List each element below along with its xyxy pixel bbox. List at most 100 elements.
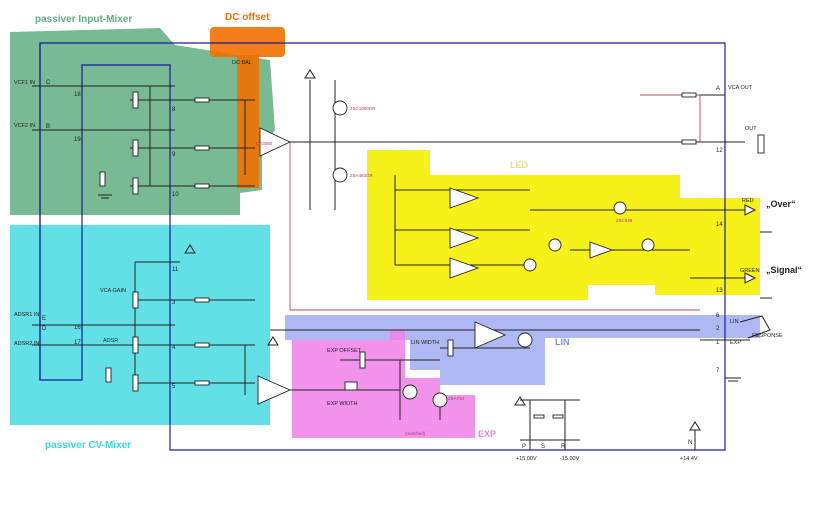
lin-width-pot: [447, 339, 454, 357]
resistor-out2: [681, 139, 697, 145]
title-lin: LIN: [555, 337, 570, 347]
pin-e: E: [42, 316, 46, 322]
pin-b: B: [46, 124, 50, 130]
ground-symbols: [98, 194, 772, 382]
cpin: 1: [716, 340, 720, 346]
cap-power-2: [552, 414, 564, 419]
title-input-mixer: passiver Input-Mixer: [35, 14, 132, 25]
title-led: LED: [510, 160, 529, 170]
resistor-cv1: [194, 297, 210, 303]
pin-s: S: [541, 444, 545, 450]
power-symbols: [184, 69, 701, 431]
label-vcf1-in: VCF1 IN: [14, 80, 35, 86]
label-adsr2-in: ADSR2 IN: [14, 341, 39, 347]
pin-n: N: [688, 440, 692, 446]
label-exp-switch: EXP: [730, 340, 741, 346]
label-over: „Over“: [766, 199, 796, 209]
pin-a: A: [716, 86, 720, 92]
comparator-4: [589, 241, 614, 259]
label-lin-switch: LIN: [730, 319, 739, 325]
part-note: (matched): [405, 431, 426, 436]
label-lin-width: LIN WIDTH: [411, 340, 439, 346]
part-q-exp: 2SA733: [448, 396, 465, 401]
part-matched: 2SC945: [616, 218, 633, 223]
components: [98, 69, 772, 431]
resistor-r2: [194, 145, 210, 151]
input-mixer-region: [10, 28, 275, 215]
cpin: 8: [172, 107, 176, 113]
label-dc-bal: DC BAL: [232, 60, 252, 66]
cpin: 13: [716, 288, 723, 294]
cpin: 18: [74, 92, 81, 98]
pot-vca-gain: [132, 291, 139, 309]
cpin: 6: [716, 313, 720, 319]
label-exp-width: EXP WIDTH: [327, 401, 357, 407]
pin-d: D: [42, 326, 47, 332]
part-ic: CA3080: [256, 141, 273, 146]
dc-offset-region-lower: [237, 55, 259, 188]
region-highlights: [10, 27, 760, 438]
cpin: 4: [172, 345, 176, 351]
cpin: 3: [172, 300, 176, 306]
ota-ic: [259, 127, 292, 157]
label-vca-out: VCA OUT: [728, 85, 753, 91]
trimmer-knob-1: [99, 171, 106, 187]
label-adsr1-in: ADSR1 IN: [14, 312, 39, 318]
label-exp-offset: EXP OFFSET: [327, 348, 362, 354]
transistor-led3: [548, 238, 562, 252]
out-jack: [757, 134, 765, 154]
cpin: 2: [716, 326, 720, 332]
transistor-exp1: [402, 384, 418, 400]
cpin: 12: [716, 148, 723, 154]
response-switch: [739, 315, 771, 339]
label-p144: +14.4V: [680, 456, 698, 462]
comparator-3: [449, 257, 480, 279]
pot-trim: [132, 177, 139, 195]
exp-width-pot: [344, 381, 358, 391]
transistor-led1: [613, 201, 627, 215]
led-red: [744, 204, 757, 216]
connector-pins: 18 19 16 17 11 8 9 10 12 14 13 6 2 1 7 4…: [74, 92, 723, 390]
part-q1: 2SC1000GR: [350, 106, 376, 111]
resistor-out1: [681, 92, 697, 98]
cv-opamp: [257, 375, 292, 405]
label-adsr: ADSR: [103, 338, 118, 344]
resistor-r1: [194, 97, 210, 103]
cpin: 14: [716, 222, 723, 228]
title-dc-offset: DC offset: [225, 12, 270, 23]
pot-cv3: [132, 374, 139, 392]
resistor-cv2: [194, 342, 210, 348]
lin-opamp: [474, 321, 507, 349]
label-out: OUT: [745, 126, 757, 132]
cpin: 17: [74, 340, 81, 346]
comparator-2: [449, 227, 480, 249]
transistor-led2: [641, 238, 655, 252]
transistor-q1: [332, 100, 348, 116]
comparator-1: [449, 187, 480, 209]
label-led-red: RED: [742, 198, 754, 204]
cap-power-1: [533, 414, 545, 419]
transistor-led4: [523, 258, 537, 272]
pot-vcf2: [132, 139, 139, 157]
led-green: [744, 272, 757, 284]
pot-adsr: [132, 336, 139, 354]
label-led-green: GREEN: [740, 268, 760, 274]
exp-offset-pot: [359, 351, 366, 369]
trimmer-knob-2: [105, 367, 112, 383]
led-region: [367, 150, 760, 300]
resistor-cv3: [194, 380, 210, 386]
cpin: 7: [716, 368, 720, 374]
outer-frame: [39, 42, 726, 451]
pin-c: C: [46, 80, 51, 86]
label-vcf2-in: VCF2 IN: [14, 123, 35, 129]
part-q2: 2SA493GR: [350, 173, 374, 178]
transistor-q2: [332, 167, 348, 183]
cpin: 5: [172, 384, 176, 390]
cpin: 9: [172, 152, 176, 158]
label-p15: +15.00V: [516, 456, 537, 462]
cpin: 16: [74, 325, 81, 331]
dc-offset-region: [210, 27, 285, 57]
transistor-exp2: [432, 392, 448, 408]
pin-p: P: [522, 444, 526, 450]
